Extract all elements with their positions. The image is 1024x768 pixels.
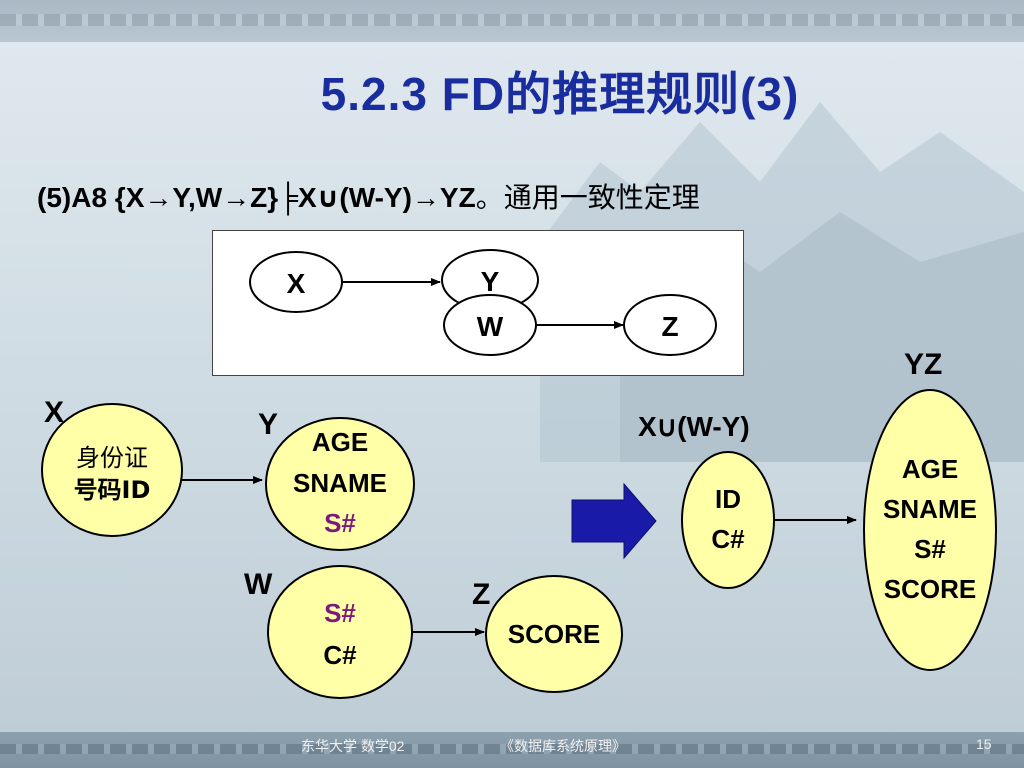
- rule-premise: (5)A8 {X→Y,W→Z}: [37, 182, 279, 213]
- node-union-line1: ID: [715, 484, 741, 514]
- schema-node-w-label: W: [477, 311, 504, 342]
- node-yz-line1: AGE: [902, 454, 958, 484]
- node-yz: [863, 389, 997, 671]
- node-x-id: [41, 403, 183, 537]
- node-y-line3: S#: [324, 508, 356, 538]
- node-w: [267, 565, 413, 699]
- top-band: [0, 0, 1024, 42]
- node-z-line1: SCORE: [508, 619, 600, 649]
- node-union-line2: C#: [711, 524, 745, 554]
- bottom-band: [0, 732, 1024, 768]
- node-z: [485, 575, 623, 693]
- node-yz-line4: SCORE: [884, 574, 976, 604]
- schema-node-x: [249, 251, 343, 313]
- slide-title: 5.2.3 FD的推理规则(3): [320, 68, 800, 120]
- node-y-line1: AGE: [312, 427, 368, 457]
- rule-conclusion: X∪(W-Y)→YZ: [298, 182, 476, 213]
- footer-course: 《数据库系统原理》: [500, 738, 626, 754]
- node-y-line2: SNAME: [293, 468, 387, 498]
- label-y: Y: [258, 408, 278, 441]
- node-x-line1: 身份证: [76, 444, 148, 472]
- rule-note: 。通用一致性定理: [475, 182, 700, 213]
- label-union: X∪(W-Y): [638, 411, 750, 442]
- entails-symbol: ╞: [278, 182, 298, 213]
- page-number: 15: [976, 736, 992, 752]
- label-yz: YZ: [904, 348, 942, 381]
- schema-node-x-label: X: [287, 268, 306, 299]
- node-x-line2: 号码ID: [74, 476, 151, 504]
- node-union: [681, 451, 775, 589]
- node-yz-line3: S#: [914, 534, 946, 564]
- label-x: X: [44, 396, 64, 429]
- schema-node-y-label: Y: [481, 266, 500, 297]
- node-w-line2: C#: [323, 640, 357, 670]
- schema-node-z-label: Z: [661, 311, 678, 342]
- implies-arrow-icon: [571, 482, 657, 560]
- node-w-line1: S#: [324, 598, 356, 628]
- label-w: W: [244, 568, 273, 601]
- node-y: [265, 417, 415, 551]
- node-yz-line2: SNAME: [883, 494, 977, 524]
- footer-school: 东华大学 数学02: [301, 738, 405, 754]
- label-z: Z: [472, 578, 490, 611]
- schema-node-z: [623, 294, 717, 356]
- rule-statement: (5)A8 {X→Y,W→Z}╞X∪(W-Y)→YZ。通用一致性定理: [37, 176, 997, 216]
- bottom-band-pattern: [0, 744, 1024, 754]
- top-band-pattern: [0, 14, 1024, 26]
